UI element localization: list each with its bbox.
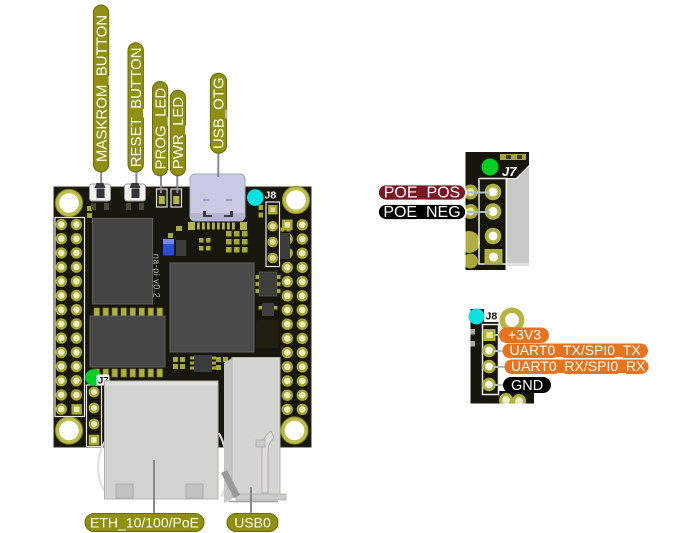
svg-text:UART0_TX/SPI0_TX: UART0_TX/SPI0_TX xyxy=(510,342,642,358)
svg-text:POE_NEG: POE_NEG xyxy=(383,204,460,221)
svg-text:PROG_LED: PROG_LED xyxy=(152,88,169,170)
svg-text:+3V3: +3V3 xyxy=(508,327,541,343)
svg-text:POE_POS: POE_POS xyxy=(384,185,460,202)
svg-text:J8: J8 xyxy=(486,311,498,323)
svg-text:MASKROM_BUTTON: MASKROM_BUTTON xyxy=(93,15,110,162)
svg-text:ETH_10/100/PoE: ETH_10/100/PoE xyxy=(90,515,199,531)
svg-text:USB_OTG: USB_OTG xyxy=(211,77,228,149)
svg-text:J7: J7 xyxy=(502,164,517,179)
svg-text:PWR_LED: PWR_LED xyxy=(170,97,187,170)
svg-text:J8: J8 xyxy=(265,190,277,202)
svg-text:RESET_BUTTON: RESET_BUTTON xyxy=(128,48,145,168)
svg-text:na-pi v0.2: na-pi v0.2 xyxy=(152,254,162,299)
svg-text:J7: J7 xyxy=(98,376,109,387)
svg-text:GND: GND xyxy=(511,378,543,394)
svg-text:UART0_RX/SPI0_RX: UART0_RX/SPI0_RX xyxy=(511,358,646,374)
svg-text:USB0: USB0 xyxy=(234,515,271,531)
